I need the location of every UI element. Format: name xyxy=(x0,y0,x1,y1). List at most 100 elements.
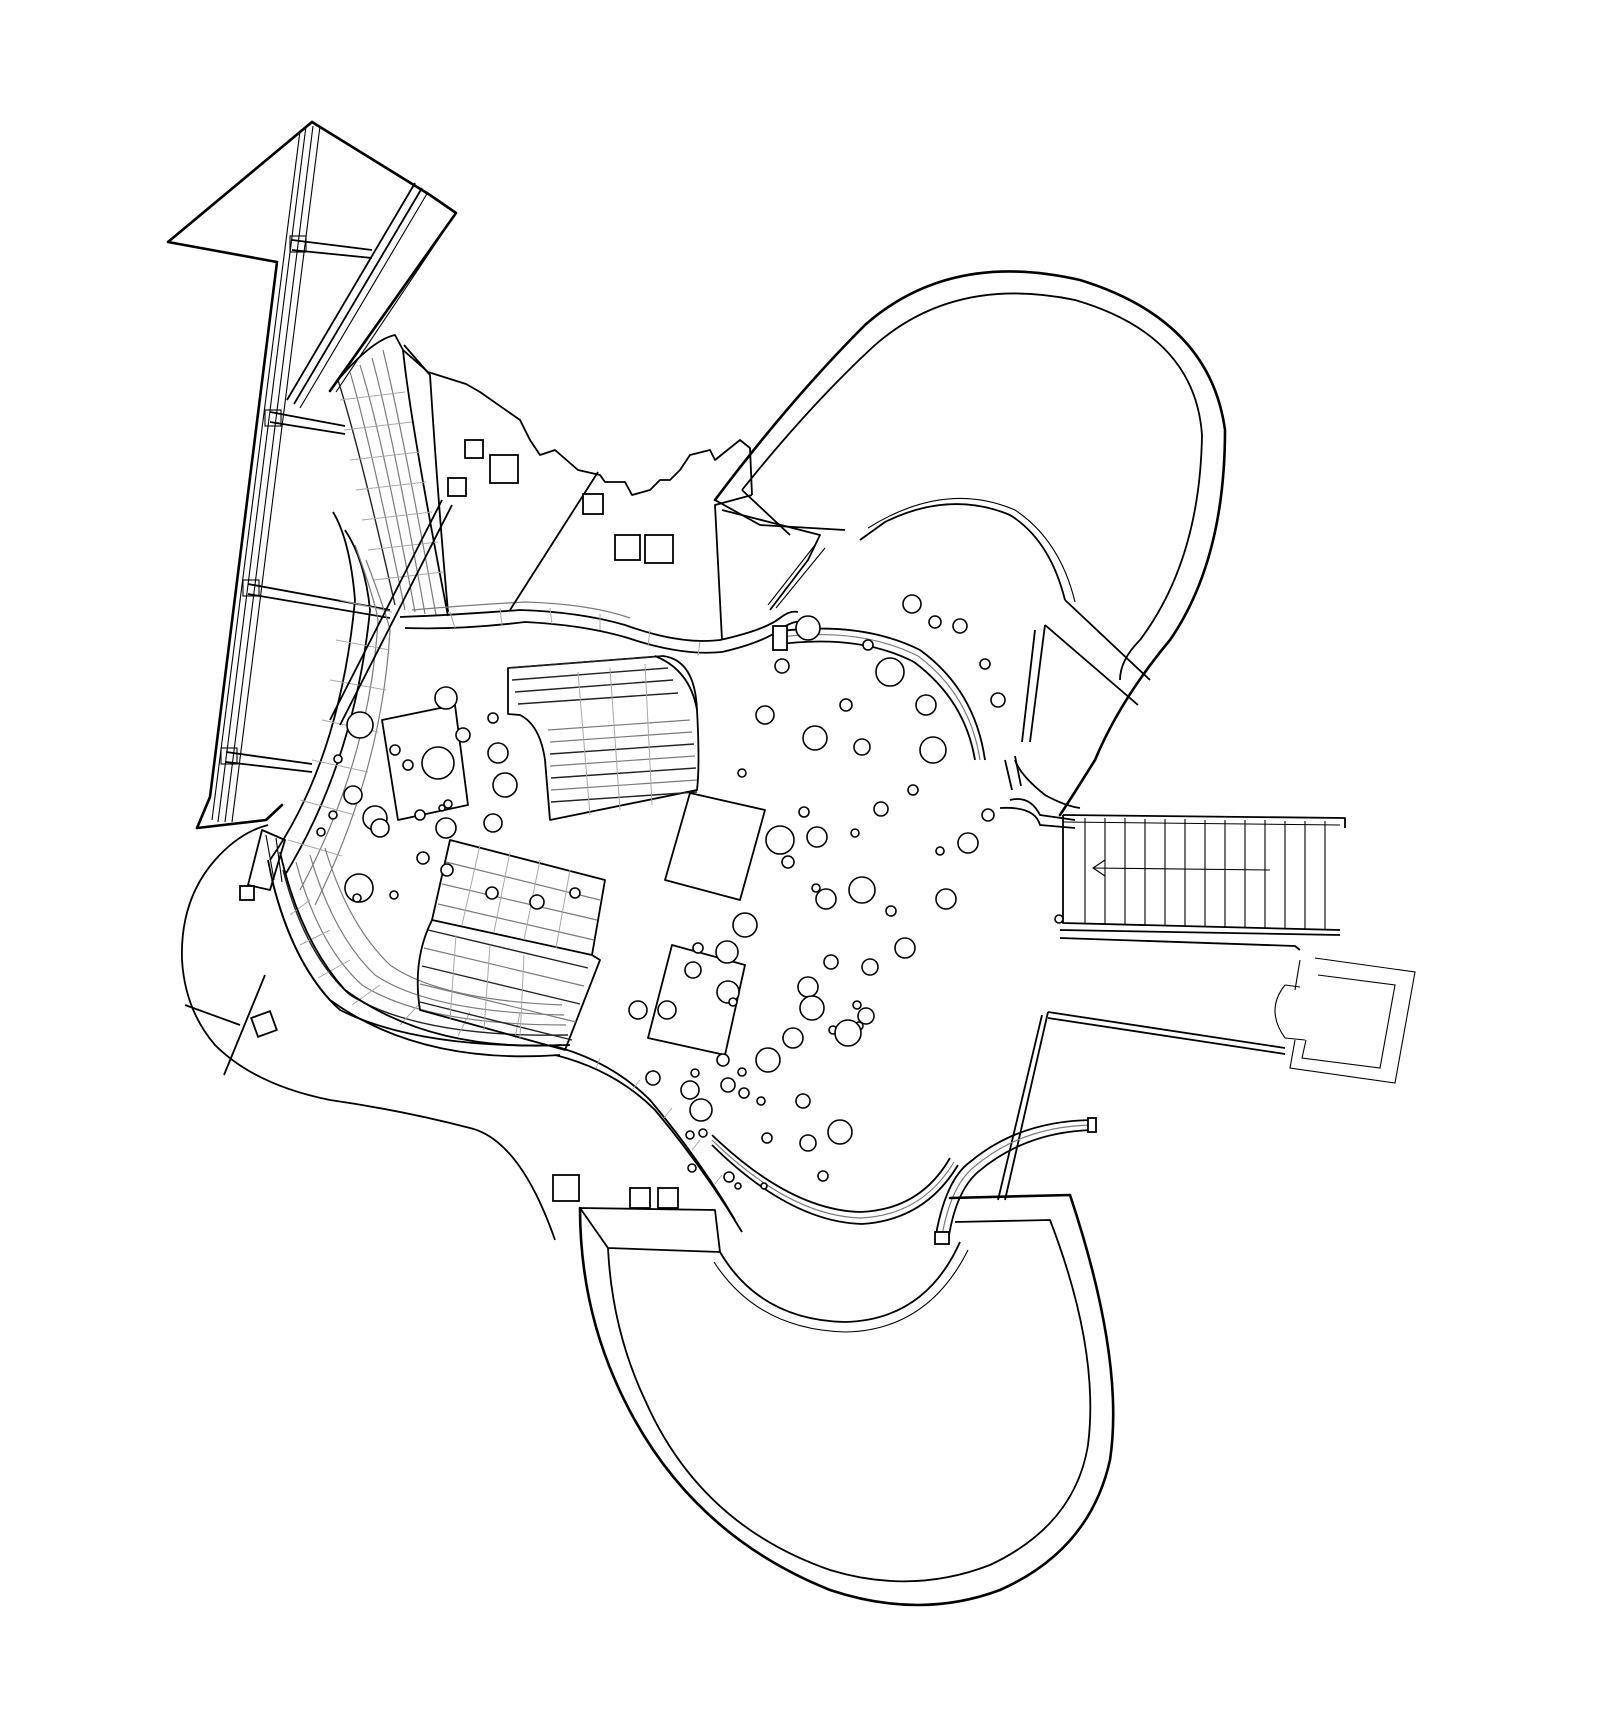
atrium-outline xyxy=(399,601,803,1233)
column xyxy=(823,954,839,970)
column xyxy=(756,1096,766,1106)
column xyxy=(928,615,942,629)
column xyxy=(979,658,991,670)
column xyxy=(720,1077,736,1093)
northeast-lobe xyxy=(713,270,1227,829)
curved-glass-wing-southwest xyxy=(271,847,571,1047)
column xyxy=(414,809,426,821)
column xyxy=(915,694,937,716)
column xyxy=(760,1182,768,1190)
column xyxy=(435,817,457,839)
column xyxy=(440,863,454,877)
column xyxy=(628,1000,648,1020)
column xyxy=(774,658,790,674)
column xyxy=(1054,914,1064,924)
vaulted-canopy-north xyxy=(507,655,700,821)
column xyxy=(850,828,860,838)
column xyxy=(728,997,738,1007)
column xyxy=(487,742,509,764)
column xyxy=(957,832,979,854)
column xyxy=(645,1070,661,1086)
column xyxy=(569,887,581,899)
column xyxy=(680,1080,700,1100)
column xyxy=(781,855,795,869)
north-entry-building xyxy=(329,349,826,726)
column xyxy=(852,1000,862,1010)
column xyxy=(715,940,739,964)
column xyxy=(795,1093,811,1109)
column xyxy=(798,806,810,818)
column xyxy=(827,1119,853,1145)
column xyxy=(370,818,390,838)
column xyxy=(684,961,702,979)
east-elevator xyxy=(1274,957,1416,1084)
column xyxy=(402,759,414,771)
column xyxy=(935,846,945,856)
column xyxy=(333,754,343,764)
column xyxy=(935,888,957,910)
column xyxy=(346,711,374,739)
column xyxy=(862,639,874,651)
column xyxy=(857,1007,875,1025)
column xyxy=(492,772,518,798)
column-grid xyxy=(316,594,1064,1190)
column xyxy=(755,705,775,725)
column xyxy=(755,1047,781,1073)
column xyxy=(981,808,995,822)
column xyxy=(455,727,471,743)
column xyxy=(885,905,897,917)
column xyxy=(873,801,889,817)
column xyxy=(737,1067,747,1077)
column xyxy=(529,894,545,910)
northwest-wedge xyxy=(166,120,458,830)
column xyxy=(737,768,747,778)
column xyxy=(389,890,399,900)
column xyxy=(690,1068,700,1078)
column xyxy=(990,692,1006,708)
curved-glass-wing-west xyxy=(269,511,393,906)
column xyxy=(657,1000,677,1020)
column xyxy=(723,1171,735,1183)
column xyxy=(848,876,876,904)
column xyxy=(952,618,968,634)
column xyxy=(716,1053,730,1067)
column xyxy=(316,827,326,837)
column xyxy=(907,784,919,796)
column xyxy=(802,725,828,751)
column xyxy=(817,1170,829,1182)
column xyxy=(765,825,795,855)
column xyxy=(839,698,853,712)
column xyxy=(799,995,825,1021)
column xyxy=(421,746,455,780)
column xyxy=(692,942,704,954)
curved-glass-wing-north xyxy=(337,334,449,617)
column xyxy=(894,937,916,959)
column xyxy=(487,712,499,724)
column xyxy=(738,1087,750,1099)
column xyxy=(795,615,821,641)
column xyxy=(806,826,828,848)
column xyxy=(799,1134,817,1152)
column xyxy=(761,1132,773,1144)
column xyxy=(343,785,363,805)
east-stair xyxy=(997,814,1346,1201)
column xyxy=(797,976,819,998)
column xyxy=(734,1182,742,1190)
vaulted-canopy-south xyxy=(416,839,606,1051)
column xyxy=(782,1027,804,1049)
column xyxy=(811,883,821,893)
column xyxy=(389,744,401,756)
column xyxy=(815,888,837,910)
column xyxy=(443,799,453,809)
south-lobe xyxy=(181,824,1115,1607)
column xyxy=(834,1019,862,1047)
column xyxy=(919,736,947,764)
column xyxy=(434,686,458,710)
column xyxy=(689,1098,713,1122)
column xyxy=(698,1128,708,1138)
southeast-curved-walls xyxy=(711,1117,1097,1245)
column xyxy=(352,893,362,903)
column xyxy=(687,1163,697,1173)
